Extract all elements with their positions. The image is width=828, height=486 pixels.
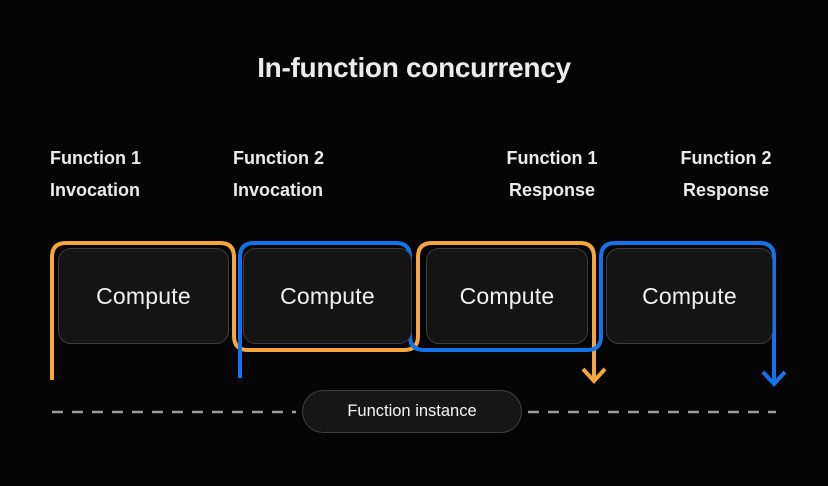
label-line: Function 1 xyxy=(50,148,141,168)
function2-timeline-path xyxy=(238,241,776,381)
function1-response-arrowhead xyxy=(581,367,607,384)
compute-box-3: Compute xyxy=(426,248,588,344)
label-function2-response: Function 2 Response xyxy=(681,142,772,206)
compute-box-label: Compute xyxy=(459,282,555,309)
function2-response-arrowhead xyxy=(761,370,787,387)
label-line: Invocation xyxy=(50,180,141,200)
label-line: Function 1 xyxy=(506,148,598,168)
function-instance-badge: Function instance xyxy=(302,390,522,433)
compute-box-label: Compute xyxy=(642,282,737,309)
label-function1-invocation: Function 1 Invocation xyxy=(50,142,141,206)
function1-timeline-path xyxy=(50,241,596,380)
label-line: Function 2 xyxy=(680,148,772,168)
label-function2-invocation: Function 2 Invocation xyxy=(233,142,324,206)
label-line: Function 2 xyxy=(233,148,324,168)
page-title: In-function concurrency xyxy=(257,52,571,83)
compute-box-4: Compute xyxy=(606,248,773,344)
label-function1-response: Function 1 Response xyxy=(507,142,598,206)
compute-box-label: Compute xyxy=(280,282,375,309)
label-line: Invocation xyxy=(233,180,324,200)
compute-box-2: Compute xyxy=(243,248,412,344)
label-line: Response xyxy=(682,180,770,200)
compute-box-1: Compute xyxy=(58,248,229,344)
function-instance-badge-label: Function instance xyxy=(347,402,477,420)
label-line: Response xyxy=(508,180,596,200)
compute-box-label: Compute xyxy=(96,282,191,309)
